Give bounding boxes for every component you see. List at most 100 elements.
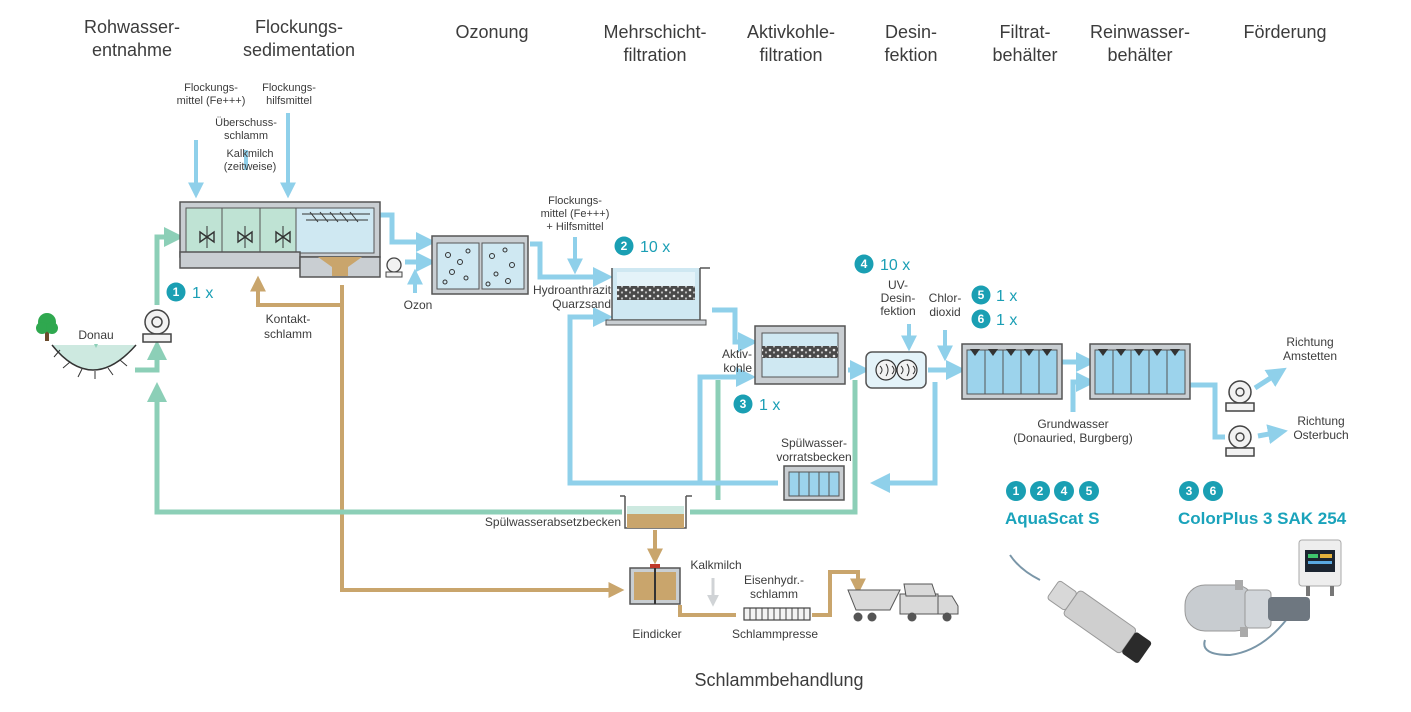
measurement-4: 4 10 x — [854, 254, 910, 274]
sludge-main-line — [340, 305, 625, 598]
svg-text:1: 1 — [1013, 484, 1020, 498]
measurement-points: 1 1 x 2 10 x 3 1 x 4 10 x 5 1 x 6 1 x — [166, 236, 1017, 414]
filter-mehrschicht — [605, 267, 710, 326]
ozon-to-mehrschicht — [530, 241, 613, 287]
label-grundwasser-2: (Donauried, Burgberg) — [1013, 431, 1132, 445]
label-chlordioxid: Chlor- — [929, 291, 962, 305]
svg-text:5: 5 — [1086, 484, 1093, 498]
svg-text:5: 5 — [978, 288, 985, 302]
label-aktivkohle: Aktiv- — [722, 347, 752, 361]
label-eisenhydr: Eisenhydr.- — [744, 573, 804, 587]
measurement-2-count: 10 x — [640, 239, 670, 256]
stage-title-flockung: Flockungs- — [255, 17, 343, 37]
river-donau: Donau — [36, 313, 137, 379]
pump-amstetten — [1225, 380, 1255, 412]
stage-title-mehrschicht: Mehrschicht- — [603, 22, 706, 42]
label-donau: Donau — [78, 328, 113, 342]
label-flockungsmittel-2: mittel (Fe+++) — [177, 95, 246, 107]
label-spuelwasservorrat: Spülwasser- — [781, 436, 847, 450]
dosing-arrows — [188, 113, 953, 362]
stage-title-flockung-2: sedimentation — [243, 40, 355, 60]
label-flockungshilfsmittel-2: hilfsmittel — [266, 95, 312, 107]
label-richtung-amstetten: Richtung — [1286, 335, 1333, 349]
label-spuelwasservorrat-2: vorratsbecken — [776, 450, 851, 464]
label-flockungshilfsmittel: Flockungs- — [262, 82, 316, 94]
measurement-5: 5 1 x — [971, 285, 1017, 305]
return-green — [147, 382, 622, 515]
stage-title-aktivkohle: Aktivkohle- — [747, 22, 835, 42]
tank-ozonung — [431, 235, 529, 295]
svg-text:2: 2 — [621, 239, 628, 253]
stage-title-ozonung: Ozonung — [455, 22, 528, 42]
water-lines — [380, 212, 1288, 493]
label-hydroanthrazit: Hydroanthrazit — [533, 283, 612, 297]
filter-aktivkohle — [754, 325, 846, 385]
tank-flockung — [179, 201, 381, 278]
pump-raw-water — [142, 309, 172, 343]
grundwasser-in — [1070, 372, 1096, 412]
label-ueberschussschlamm: Überschuss- — [215, 117, 277, 129]
measurement-1-count: 1 x — [192, 285, 213, 302]
tank-spuelwasser-absetz — [620, 495, 692, 529]
tank-reinwasser — [1089, 343, 1191, 400]
label-kontaktschlamm: Kontakt- — [266, 312, 311, 326]
label-richtung-amstetten-2: Amstetten — [1283, 349, 1337, 363]
product-colorplus-name: ColorPlus 3 SAK 254 — [1178, 509, 1347, 528]
label-schlammpresse: Schlammpresse — [732, 627, 818, 641]
sludge-eindicker-to-presse — [678, 605, 736, 617]
label-kalkmilch-zeitweise-2: (zeitweise) — [224, 161, 277, 173]
truck-icon — [847, 583, 959, 622]
stage-title-reinwasser: Reinwasser- — [1090, 22, 1190, 42]
svg-text:6: 6 — [978, 312, 985, 326]
measurement-5-count: 1 x — [996, 288, 1017, 305]
pump2-out — [1257, 424, 1288, 444]
measurement-1: 1 1 x — [166, 282, 213, 302]
pump-osterbuch — [1225, 425, 1255, 457]
stage-title-filtrat: Filtrat- — [1000, 22, 1051, 42]
measurement-6: 6 1 x — [971, 309, 1017, 329]
label-flockungsmittel: Flockungs- — [184, 82, 238, 94]
svg-text:4: 4 — [1061, 484, 1068, 498]
label-flockungsmittel-2nd-2: mittel (Fe+++) — [541, 208, 610, 220]
spuel-return — [870, 382, 938, 493]
tank-filtrat — [961, 343, 1063, 400]
rawwater-to-pump — [135, 340, 167, 373]
backwash-line-2 — [697, 367, 756, 483]
label-quarzsand: Quarzsand — [552, 297, 611, 311]
product-aquascat-badges: 1 2 4 5 — [1006, 481, 1099, 501]
stage-title-rohwasser: Rohwasser- — [84, 17, 180, 37]
mehr-to-aktiv — [712, 307, 758, 352]
label-eindicker: Eindicker — [632, 627, 681, 641]
label-uv-3: fektion — [880, 304, 915, 318]
svg-text:6: 6 — [1210, 484, 1217, 498]
product-colorplus-badges: 3 6 — [1179, 481, 1223, 501]
stage-title-mehrschicht-2: filtration — [623, 45, 686, 65]
label-spuelwasserabsetz: Spülwasserabsetzbecken — [485, 515, 621, 529]
label-schlammbehandlung: Schlammbehandlung — [694, 670, 863, 690]
uv-unit — [865, 351, 927, 389]
stage-headings: Rohwasser- entnahme Flockungs- sedimenta… — [84, 17, 1327, 65]
colorplus-device-image — [1184, 539, 1342, 657]
flock-to-ozon — [380, 212, 436, 252]
label-kalkmilch: Kalkmilch — [690, 558, 741, 572]
raw-water-lines — [135, 227, 858, 515]
sludge-presse-to-truck — [812, 570, 866, 617]
measurement-4-count: 10 x — [880, 257, 910, 274]
label-flockungsmittel-2nd: Flockungs- — [548, 195, 602, 207]
aquascat-sensor-image — [1009, 554, 1152, 663]
label-ozon: Ozon — [404, 298, 433, 312]
product-aquascat-name: AquaScat S — [1005, 509, 1099, 528]
stage-title-foerderung: Förderung — [1243, 22, 1326, 42]
svg-text:1: 1 — [173, 285, 180, 299]
measurement-6-count: 1 x — [996, 312, 1017, 329]
rein-to-pump2 — [1212, 398, 1225, 440]
label-kalkmilch-zeitweise: Kalkmilch — [226, 148, 273, 160]
measurement-3-count: 1 x — [759, 397, 780, 414]
process-labels: Flockungs- mittel (Fe+++) Flockungs- hil… — [177, 82, 1349, 690]
svg-text:3: 3 — [1186, 484, 1193, 498]
backwash-line — [567, 307, 778, 486]
product-colorplus: 3 6 ColorPlus 3 SAK 254 — [1178, 481, 1347, 657]
label-aktivkohle-2: kohle — [723, 361, 752, 375]
label-chlordioxid-2: dioxid — [929, 305, 960, 319]
